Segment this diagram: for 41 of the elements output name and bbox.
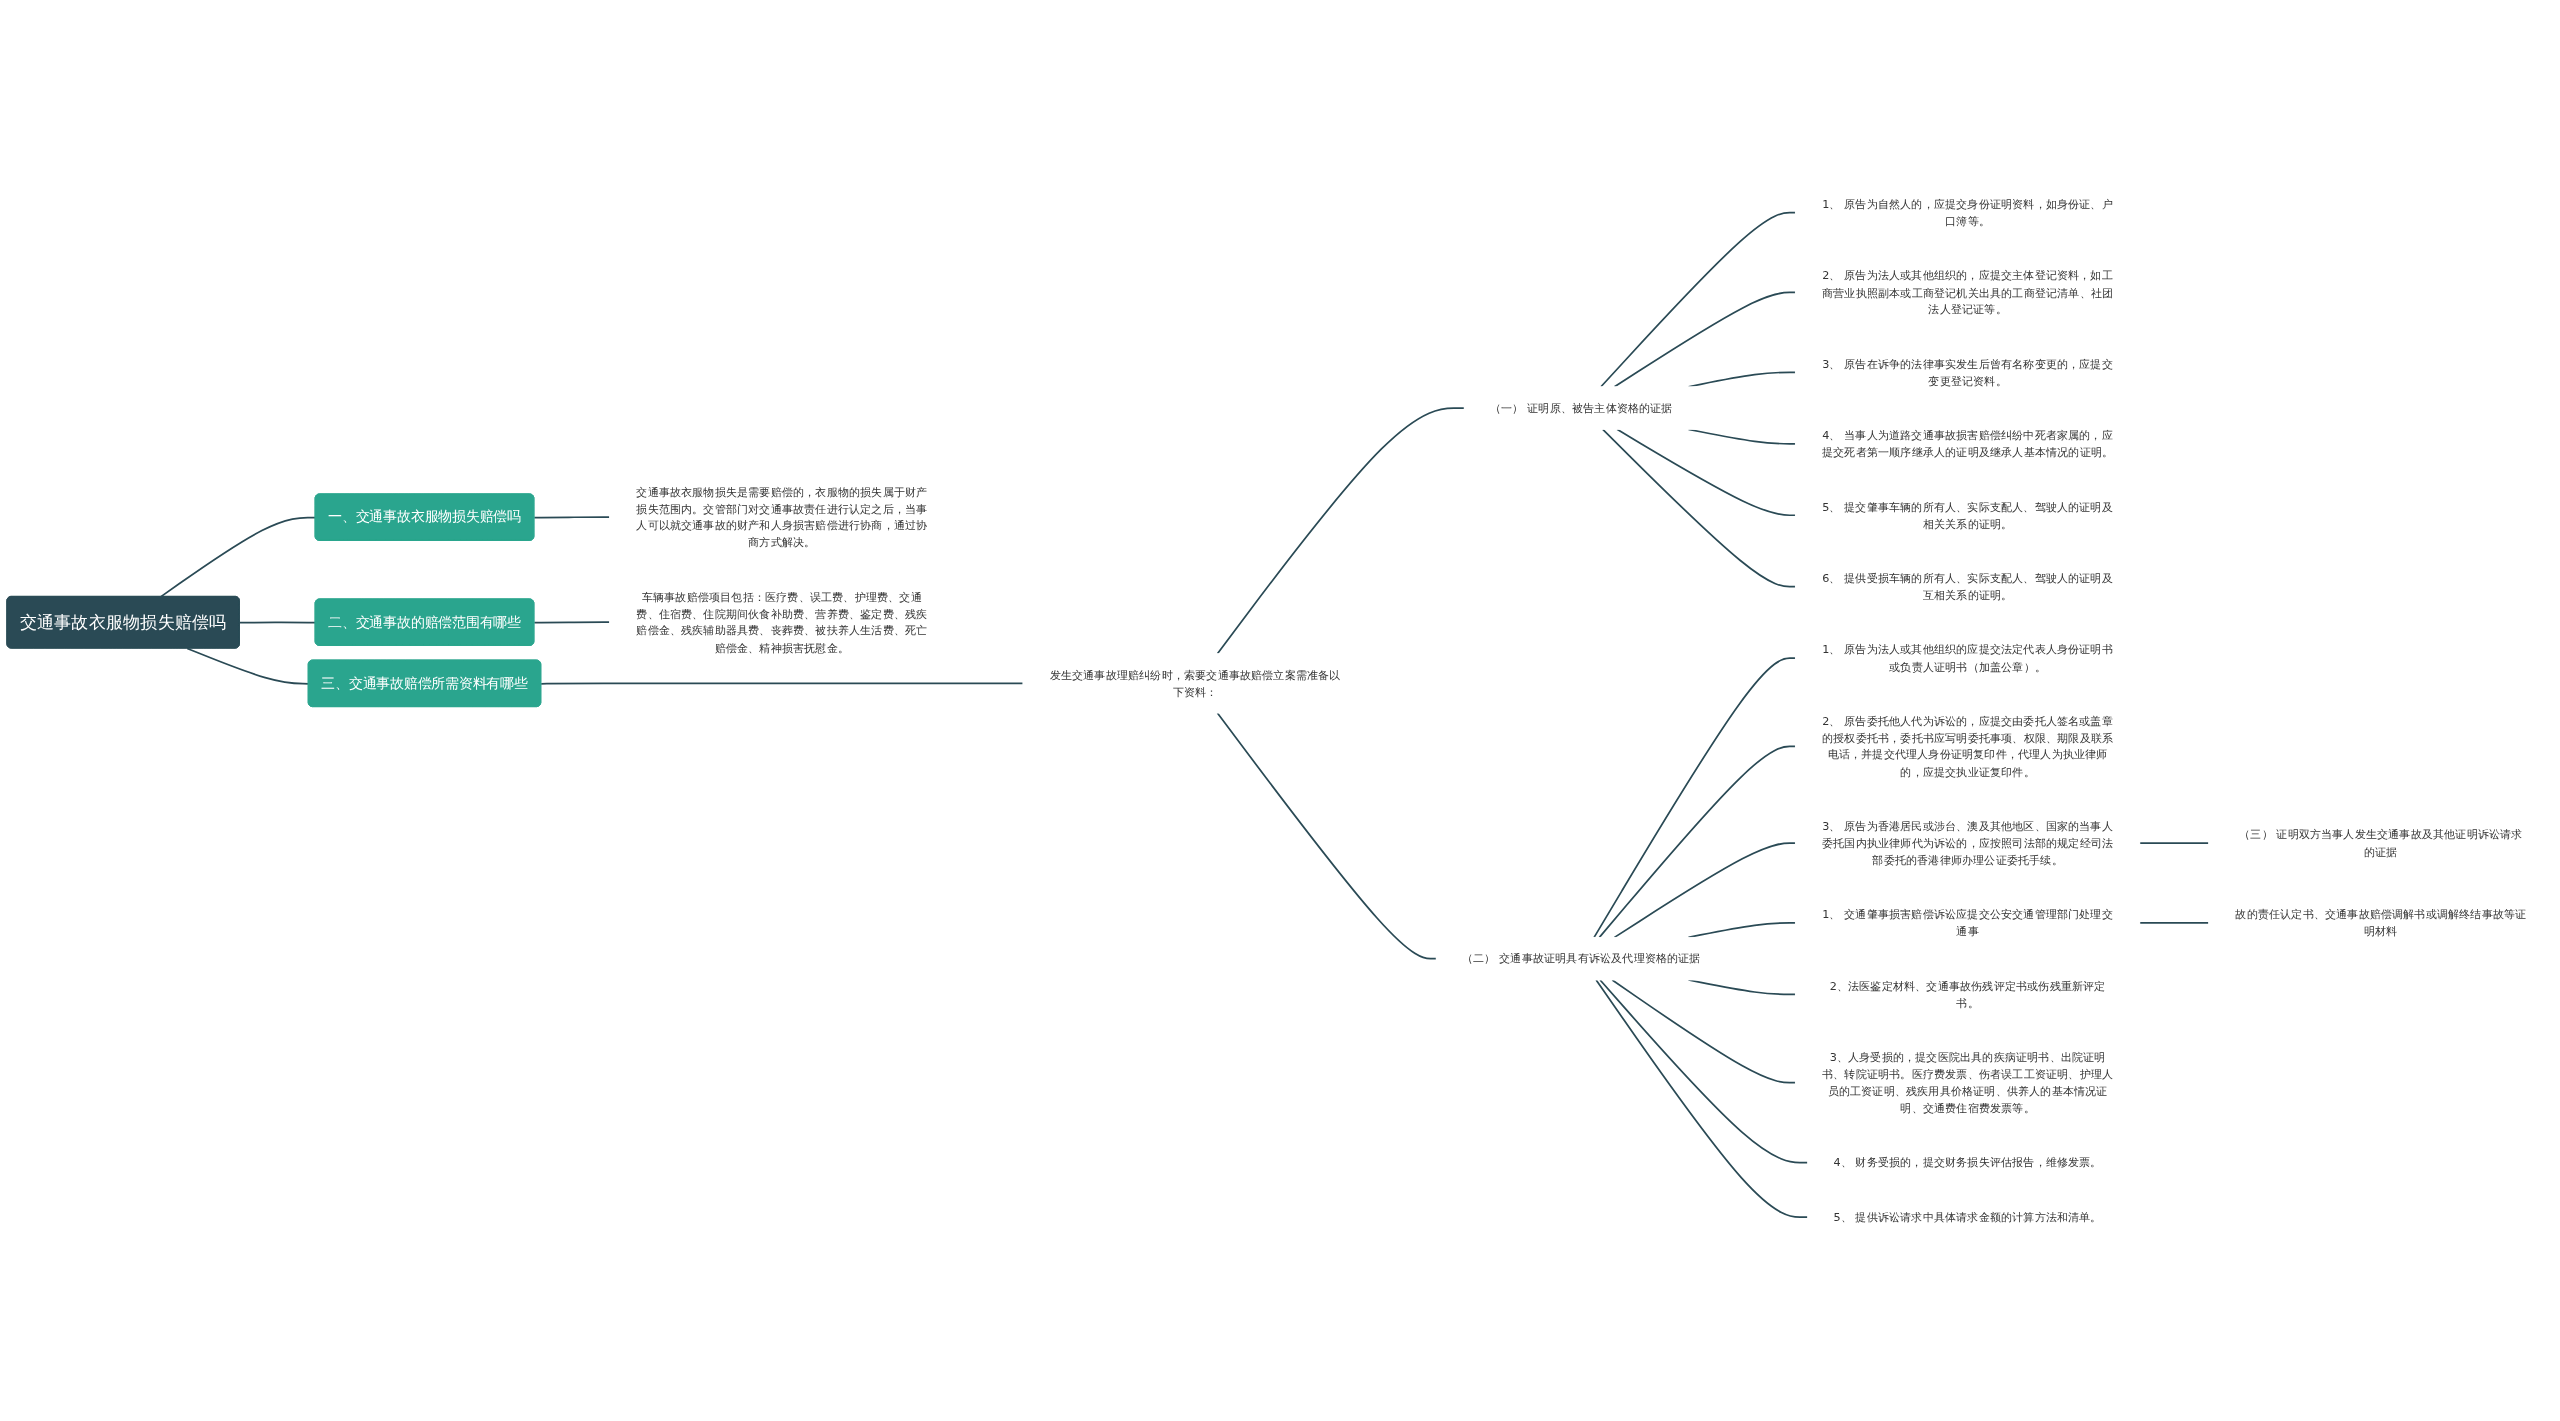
node-text: （三） 证明双方当事人发生交通事故及其他证明诉讼请求的证据 [2239,827,2523,858]
connector [1613,291,1797,388]
node-text: 5、 提供诉讼请求中具体请求金额的计算方法和清单。 [1833,1210,2102,1224]
connector [1595,978,1809,1218]
node-text: 交通事故衣服物损失是需要赔偿的，衣服物的损失属于财产损失范围内。交管部门对交通事故责任进行认定之后，当事人可以就交通事故的财产和人身损害赔偿进行协商，通过协商方式解决。 [636,485,928,549]
node-text: 2、 原告委托他人代为诉讼的，应提交由委托人签名或盖章的授权委托书，委托书应写明委托事项、权限、期限及联系电话，并提交代理人身份证明复印件，代理人为执业律师的，应提交执业证复印件。 [1822,714,2114,778]
node-text: （一） 证明原、被告主体资格的证据 [1490,401,1673,415]
node-text: 1、 原告为自然人的，应提交身份证明资料，如身份证、户口簿等。 [1822,197,2113,228]
node-text: 6、 提供受损车辆的所有人、实际支配人、驾驶人的证明及互相关系的证明。 [1822,571,2113,602]
connector [1611,978,1797,1084]
connector [2138,921,2210,924]
connector [1599,978,1809,1164]
node-text: 4、 当事人为道路交通事故损害赔偿纠纷中死者家属的，应提交死者第一顺序继承人的证明及继承人基本情况的证明。 [1822,428,2114,459]
connector [1216,712,1438,960]
connector [1616,428,1797,516]
connector [1216,407,1466,655]
node-text: 1、 原告为法人或其他组织的应提交法定代表人身份证明书或负责人证明书（加盖公章）。 [1822,642,2113,673]
node-text: 5、 提交肇事车辆的所有人、实际支配人、驾驶人的证明及相关关系的证明。 [1822,499,2113,530]
connector [1598,745,1797,939]
connector [1601,428,1797,588]
connector [2138,842,2210,844]
node-text: 3、人身受损的，提交医院出具的疾病证明书、出院证明书、转院证明书。医疗费发票、伤者误工工资证明、护理人员的工资证明、残疾用具价格证明、供养人的基本情况证明、交通费住宿费发票等。 [1822,1050,2114,1114]
connector [533,621,611,624]
connector [533,516,611,519]
node-text: 故的责任认定书、交通事故赔偿调解书或调解终结事故等证明材料 [2235,907,2527,938]
node-text: 2、法医鉴定材料、交通事故伤残评定书或伤残重新评定书。 [1829,979,2106,1009]
connector [238,621,317,624]
node-text: 4、 财务受损的，提交财务损失评估报告，维修发票。 [1833,1155,2102,1169]
node-text: 1、 交通肇事损害赔偿诉讼应提交公安交通管理部门处理交通事 [1822,907,2113,938]
node-text: 3、 原告在诉争的法律事实发生后曾有名称变更的，应提交变更登记资料。 [1822,357,2113,387]
node-text: 3、 原告为香港居民或涉台、澳及其他地区、国家的当事人委托国内执业律师代为诉讼的，应按照司法部的规定经司法部委托的香港律师办理公证委托手续。 [1822,819,2114,866]
connector [1593,657,1797,939]
connector [186,647,310,685]
node-text: 车辆事故赔偿项目包括：医疗费、误工费、护理费、交通费、住宿费、住院期间伙食补助费、营养费、鉴定费、残疾赔偿金、残疾辅助器具费、丧葬费、被扶养人生活费、死亡赔偿金、精神损害抚慰金。 [636,590,928,654]
node-text: 2、 原告为法人或其他组织的，应提交主体登记资料，如工商营业执照副本或工商登记机关出具的工商登记清单、社团法人登记证等。 [1822,268,2114,316]
connector [159,516,317,598]
connector [1600,211,1797,388]
connector [1613,842,1797,939]
connector [540,682,1024,685]
node-text: 发生交通事故理赔纠纷时，索要交通事故赔偿立案需准备以下资料： [1049,668,1341,698]
node-text: （二） 交通事故证明具有诉讼及代理资格的证据 [1462,951,1701,965]
